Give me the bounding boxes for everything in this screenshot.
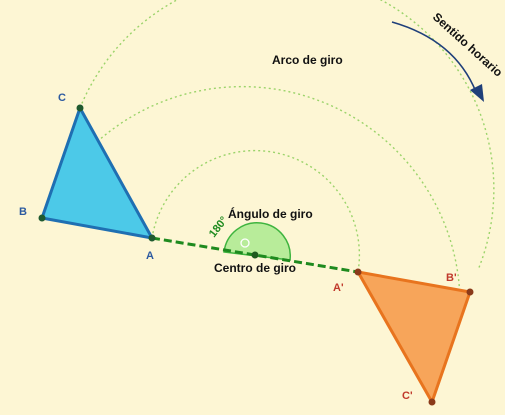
center-label: Centro de giro xyxy=(214,261,296,275)
angle-small-circle xyxy=(240,238,250,248)
vertex-b xyxy=(38,214,46,222)
vertex-a xyxy=(148,234,156,242)
rotation-segment xyxy=(151,236,359,274)
point-label-b-prime: B' xyxy=(446,272,457,284)
vertex-c-prime xyxy=(428,398,436,406)
direction-arrow xyxy=(391,21,477,93)
point-label-a-prime: A' xyxy=(333,282,344,294)
image-triangle xyxy=(356,270,472,404)
vertex-b-prime xyxy=(466,288,474,296)
direction-label: Sentido horario xyxy=(430,10,505,80)
center-point xyxy=(251,251,259,259)
point-label-a: A xyxy=(146,250,154,262)
outer-arc-c xyxy=(79,0,495,271)
arc-label: Arco de giro xyxy=(272,53,343,67)
original-triangle xyxy=(40,106,154,240)
arrow-head-icon xyxy=(470,84,484,102)
vertex-c xyxy=(76,104,84,112)
angle-value-label: 180° xyxy=(207,215,230,240)
point-label-c: C xyxy=(58,92,66,104)
vertex-a-prime xyxy=(354,268,362,276)
point-label-c-prime: C' xyxy=(402,390,413,402)
point-label-b: B xyxy=(19,206,27,218)
angle-label: Ángulo de giro xyxy=(228,206,313,221)
angle-semicircle xyxy=(223,222,291,261)
